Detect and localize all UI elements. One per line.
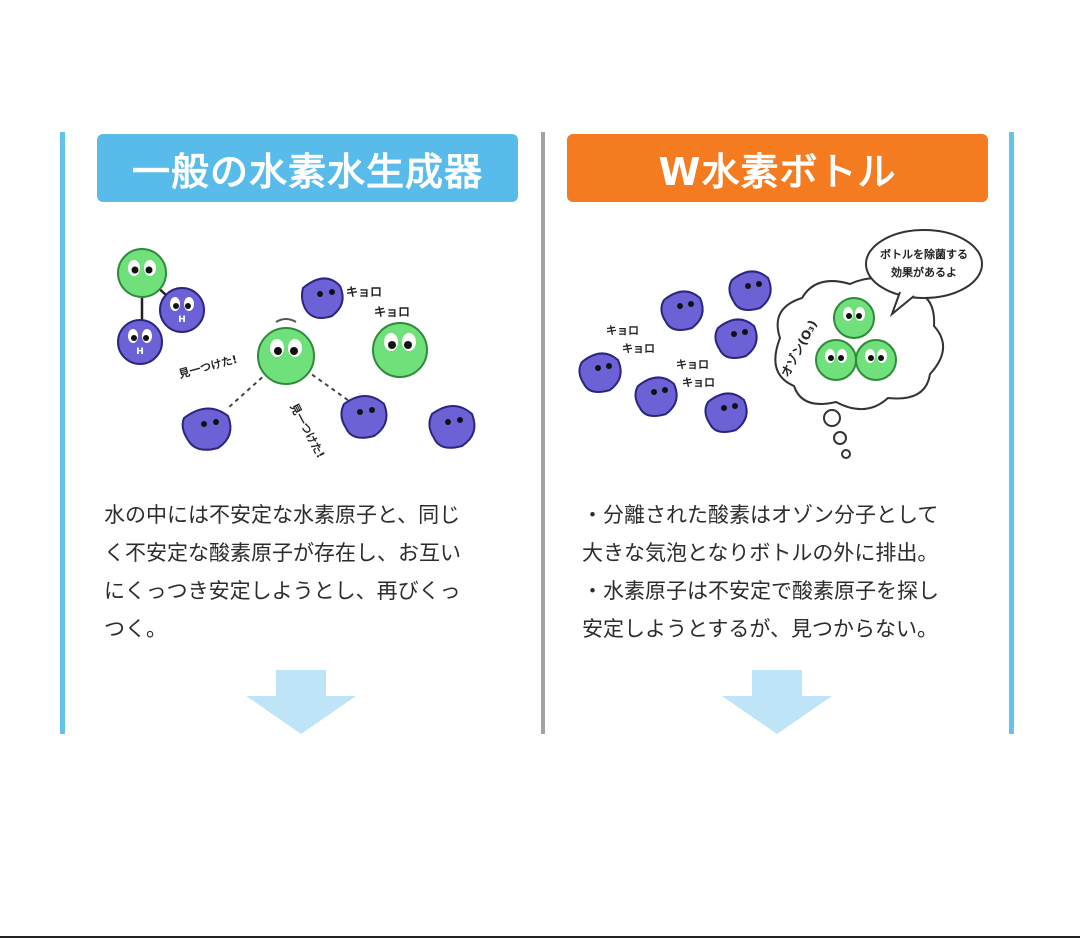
kyoro-label: キョロ — [346, 285, 382, 299]
right-description: ・分離された酸素はオゾン分子として 大きな気泡となりボトルの外に排出。 ・水素原… — [582, 496, 992, 648]
thought-bubble — [841, 449, 851, 459]
down-arrow-icon — [246, 670, 356, 734]
hydrogen-atom — [704, 392, 748, 433]
bond-dashed — [227, 355, 287, 409]
panel-divider — [541, 132, 545, 734]
left-illustration: H H キョロ キョロ 見一つけた! 見一つけた! — [117, 248, 476, 460]
kyoro-label: キョロ — [682, 376, 715, 389]
text-line: く不安定な酸素原子が存在し、お互い — [104, 541, 461, 565]
hydrogen-atom: H — [159, 287, 205, 333]
bottom-border — [0, 936, 1080, 938]
atom-letter: H — [178, 315, 186, 325]
hydrogen-atom — [714, 318, 758, 359]
found-label: 見一つけた! — [287, 400, 327, 460]
hydrogen-atom: H — [117, 319, 163, 365]
oxygen-atom — [833, 297, 875, 339]
kyoro-label: キョロ — [374, 305, 410, 319]
text-line: つく。 — [104, 617, 167, 641]
speech-bubble — [865, 229, 983, 299]
hydrogen-atom — [728, 270, 772, 311]
hydrogen-atom — [428, 405, 476, 449]
bond-dashed — [285, 355, 353, 404]
atom-letter: H — [136, 347, 144, 357]
thought-cloud — [774, 277, 944, 410]
right-illustration: オゾン(O₃) ボトルを除菌する 効果があるよ キョロ キョロ キョロ キョロ — [578, 229, 983, 459]
kyoro-label: キョロ — [606, 324, 639, 337]
oxygen-atom — [372, 322, 428, 378]
text-line: 水の中には不安定な水素原子と、同じ — [104, 503, 461, 527]
left-description: 水の中には不安定な水素原子と、同じ く不安定な酸素原子が存在し、お互い にくっつ… — [104, 496, 504, 648]
hydrogen-atom — [181, 407, 232, 451]
left-panel-title: 一般の水素水生成器 — [97, 134, 518, 202]
kyoro-label: キョロ — [676, 358, 709, 371]
found-label: 見一つけた! — [176, 353, 238, 381]
thought-bubble — [823, 409, 841, 427]
hydrogen-atom — [634, 376, 678, 417]
speech-text: 効果があるよ — [891, 265, 957, 279]
oxygen-atom — [815, 339, 857, 381]
hydrogen-atom — [660, 290, 704, 331]
down-arrow-icon — [722, 670, 832, 734]
text-line: 安定しようとするが、見つからない。 — [582, 617, 938, 641]
thought-bubble — [833, 431, 847, 445]
speech-text: ボトルを除菌する — [880, 247, 968, 261]
hydrogen-atom — [340, 395, 388, 439]
left-panel-border — [60, 132, 65, 734]
text-line: ・分離された酸素はオゾン分子として — [582, 503, 939, 527]
right-panel-title: W水素ボトル — [567, 134, 988, 202]
right-panel-border — [1009, 132, 1014, 734]
oxygen-atom — [117, 248, 167, 298]
text-line: 大きな気泡となりボトルの外に排出。 — [582, 541, 939, 565]
speech-bubble-tail — [889, 291, 915, 318]
oxygen-atom — [855, 339, 897, 381]
text-line: ・水素原子は不安定で酸素原子を探し — [582, 579, 939, 603]
hydrogen-atom — [301, 277, 344, 319]
text-line: にくっつき安定しようとし、再びくっ — [104, 579, 461, 603]
oxygen-atom — [257, 318, 315, 385]
hydrogen-atom — [578, 352, 622, 393]
kyoro-label: キョロ — [622, 342, 655, 355]
